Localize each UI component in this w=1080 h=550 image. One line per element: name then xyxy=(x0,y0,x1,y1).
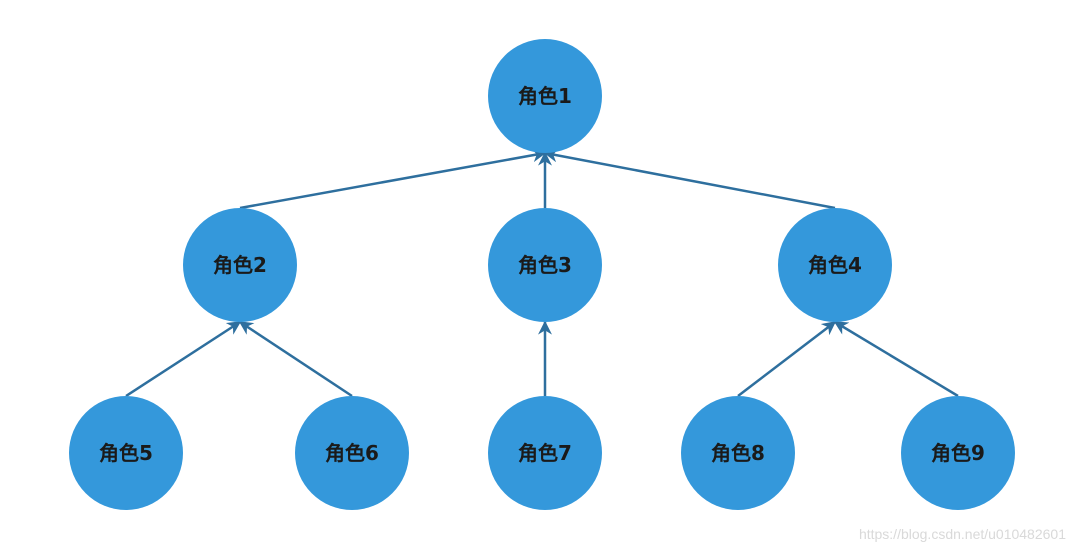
edge-n5-to-n2 xyxy=(125,320,242,398)
node-n7[interactable]: 角色7 xyxy=(488,396,602,510)
node-label: 角色4 xyxy=(808,253,862,277)
node-label: 角色9 xyxy=(931,441,985,465)
node-n6[interactable]: 角色6 xyxy=(295,396,409,510)
node-label: 角色1 xyxy=(518,84,572,108)
node-circle xyxy=(488,39,602,153)
node-n1[interactable]: 角色1 xyxy=(488,39,602,153)
node-n8[interactable]: 角色8 xyxy=(681,396,795,510)
edge-n2-to-n1 xyxy=(239,148,547,210)
watermark: https://blog.csdn.net/u010482601 xyxy=(858,526,1066,542)
edges xyxy=(125,148,959,398)
node-label: 角色7 xyxy=(518,441,572,465)
node-label: 角色6 xyxy=(325,441,379,465)
node-circle xyxy=(488,396,602,510)
node-label: 角色2 xyxy=(213,253,267,277)
node-n5[interactable]: 角色5 xyxy=(69,396,183,510)
node-label: 角色3 xyxy=(518,253,572,277)
edge-n4-to-n1 xyxy=(543,148,836,210)
node-label: 角色8 xyxy=(711,441,765,465)
node-n9[interactable]: 角色9 xyxy=(901,396,1015,510)
node-circle xyxy=(681,396,795,510)
node-n3[interactable]: 角色3 xyxy=(488,208,602,322)
edge-n6-to-n2 xyxy=(238,320,353,398)
node-circle xyxy=(488,208,602,322)
node-n2[interactable]: 角色2 xyxy=(183,208,297,322)
node-n4[interactable]: 角色4 xyxy=(778,208,892,322)
edge-n8-to-n4 xyxy=(737,321,837,397)
node-circle xyxy=(183,208,297,322)
edge-n9-to-n4 xyxy=(833,320,959,398)
nodes: 角色1 角色2 角色3 角色4 角色5 角色6 角色7 角色8 角色9 xyxy=(69,39,1015,510)
node-circle xyxy=(901,396,1015,510)
node-label: 角色5 xyxy=(99,441,153,465)
node-circle xyxy=(778,208,892,322)
node-circle xyxy=(295,396,409,510)
node-circle xyxy=(69,396,183,510)
